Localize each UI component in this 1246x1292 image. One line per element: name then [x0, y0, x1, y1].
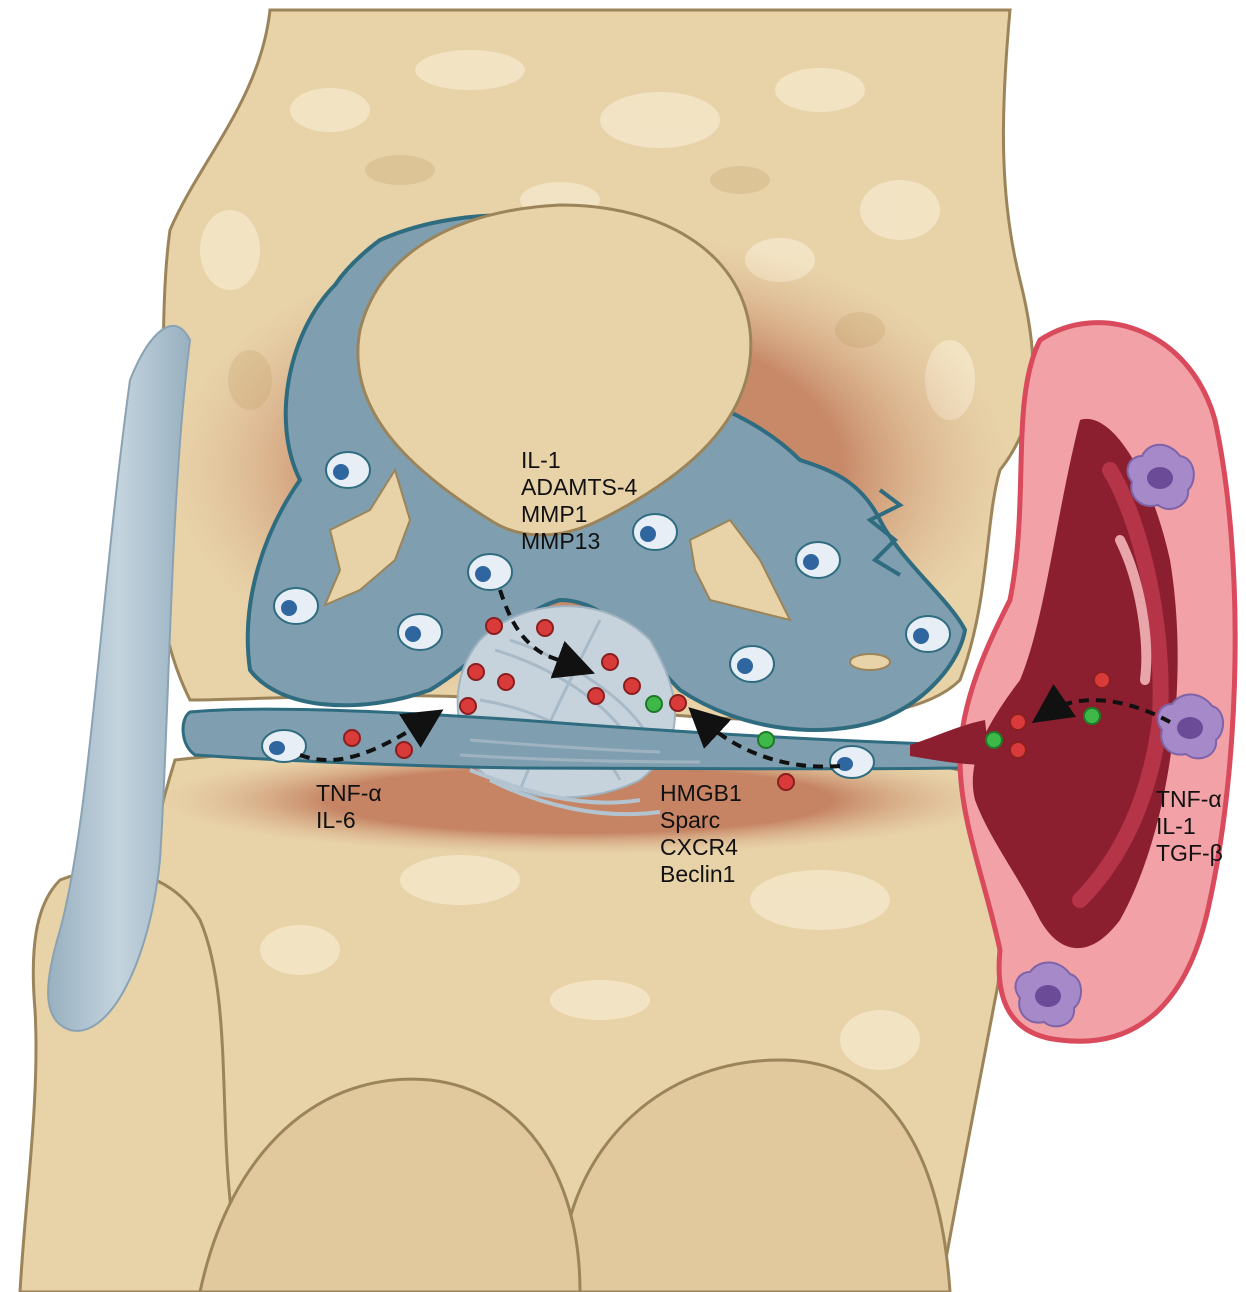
red-dot: [537, 620, 553, 636]
green-dot: [986, 732, 1002, 748]
chondrocyte: [830, 746, 874, 778]
chondrocyte: [468, 554, 512, 590]
red-dot: [486, 618, 502, 634]
green-dot: [646, 696, 662, 712]
chondrocyte: [262, 730, 306, 762]
red-dot: [1094, 672, 1110, 688]
red-dot: [1010, 714, 1026, 730]
red-dot: [624, 678, 640, 694]
red-dot: [670, 695, 686, 711]
synovium-factor-3: TGF-β: [1156, 840, 1223, 867]
chondrocyte: [796, 542, 840, 578]
chondrocyte: [326, 452, 370, 488]
cartilage-factor-4: MMP13: [521, 528, 637, 555]
meniscus-left-factor-2: IL-6: [316, 807, 382, 834]
red-dot: [344, 730, 360, 746]
red-dot: [396, 742, 412, 758]
red-dot: [1010, 742, 1026, 758]
synovium-factor-1: TNF-α: [1156, 786, 1223, 813]
cartilage-factor-labels: IL-1 ADAMTS-4 MMP1 MMP13: [521, 447, 637, 555]
chondrocyte: [633, 514, 677, 550]
red-dot: [588, 688, 604, 704]
chondrocyte: [274, 588, 318, 624]
chondrocyte: [730, 646, 774, 682]
synovium-factor-2: IL-1: [1156, 813, 1223, 840]
meniscus-right-factor-4: Beclin1: [660, 861, 742, 888]
red-dot: [778, 774, 794, 790]
meniscus-right-factor-labels: HMGB1 Sparc CXCR4 Beclin1: [660, 780, 742, 888]
synovium-factor-labels: TNF-α IL-1 TGF-β: [1156, 786, 1223, 867]
chondrocyte: [906, 616, 950, 652]
red-dot: [468, 664, 484, 680]
chondrocyte: [398, 614, 442, 650]
green-dot: [1084, 708, 1100, 724]
cartilage-factor-1: IL-1: [521, 447, 637, 474]
meniscus-left-factor-labels: TNF-α IL-6: [316, 780, 382, 834]
cartilage-lesion-small: [850, 654, 890, 670]
cartilage-factor-2: ADAMTS-4: [521, 474, 637, 501]
red-dot: [498, 674, 514, 690]
red-dot: [460, 698, 476, 714]
meniscus-right-factor-1: HMGB1: [660, 780, 742, 807]
meniscus-right-factor-3: CXCR4: [660, 834, 742, 861]
meniscus-left-factor-1: TNF-α: [316, 780, 382, 807]
cartilage-factor-3: MMP1: [521, 501, 637, 528]
green-dot: [758, 732, 774, 748]
red-dot: [602, 654, 618, 670]
meniscus-right-factor-2: Sparc: [660, 807, 742, 834]
